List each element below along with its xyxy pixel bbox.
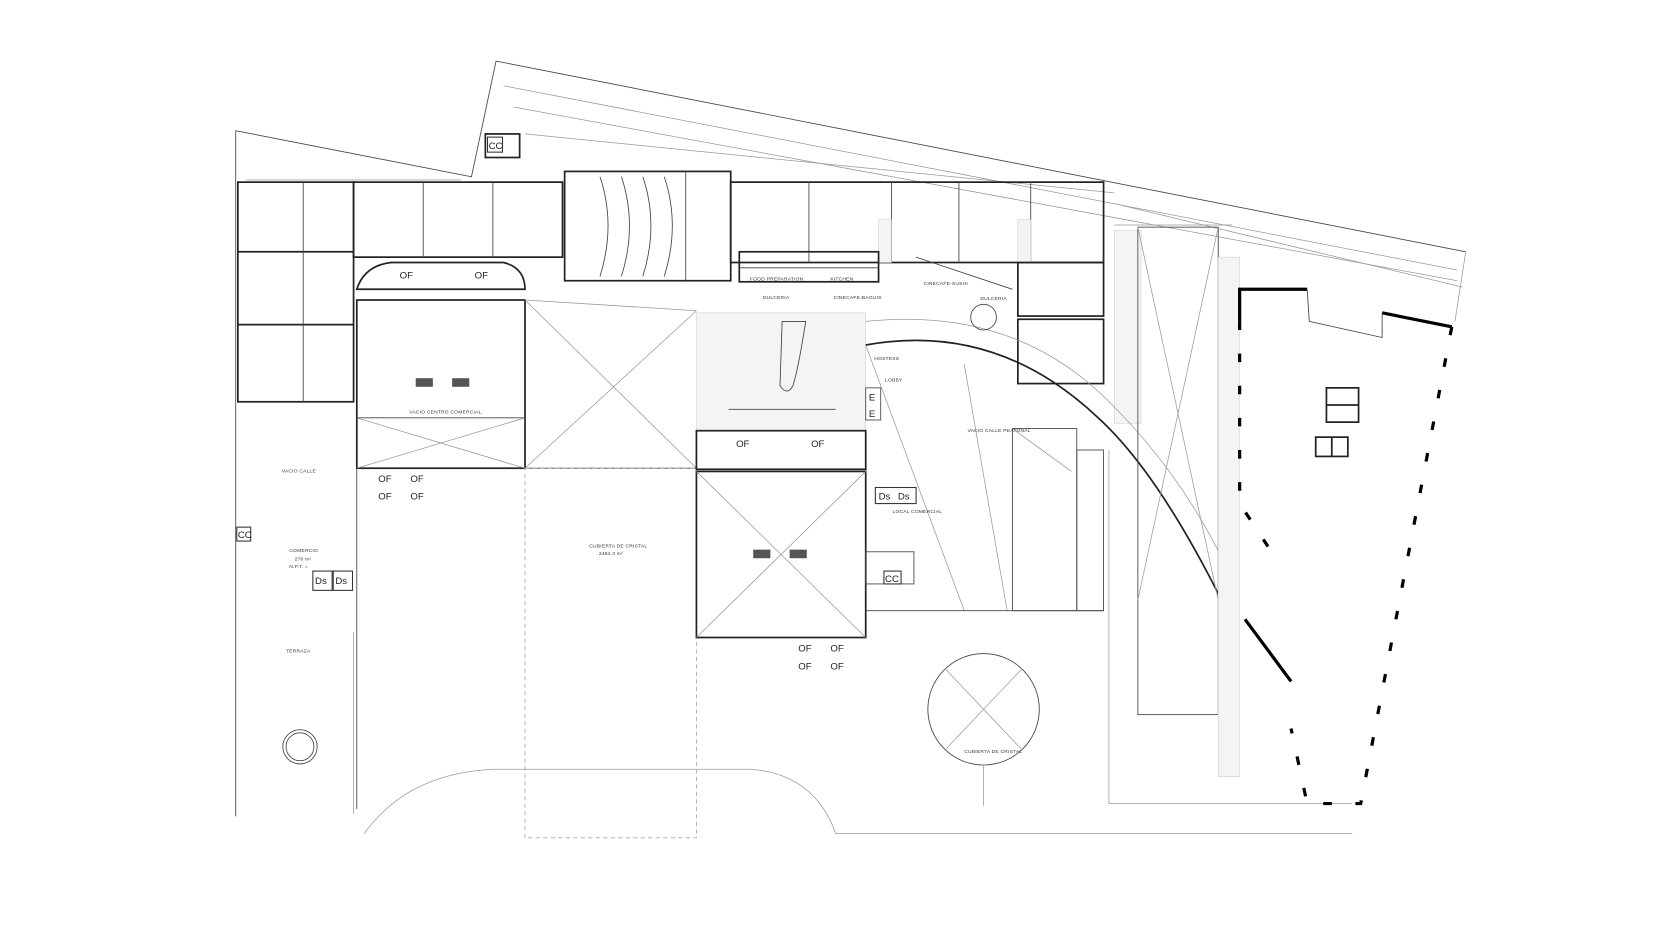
ds-symbol: Ds <box>315 576 327 587</box>
label-local-comercial: LOCAL COMERCIAL <box>893 509 943 515</box>
site-outline <box>235 60 1467 834</box>
cc-symbol: CC <box>885 574 899 585</box>
label-vacio-calle: VACIO CALLE <box>282 469 317 475</box>
cinema-rooms-left <box>237 133 564 403</box>
ds-symbol: Ds <box>898 491 910 502</box>
glass-roof-main <box>356 467 697 839</box>
of-symbol: OF <box>830 662 843 673</box>
label-food-preparation: FOOD PREPARATION <box>750 277 804 283</box>
label-terraza: TERRAZA <box>286 649 311 655</box>
label-hostess: HOSTESS <box>874 356 899 362</box>
right-service-block <box>1017 230 1142 424</box>
elevator-symbol: E <box>869 393 875 404</box>
parking-structure <box>1238 287 1454 806</box>
label-vacio-centro-comercial: VACIO CENTRO COMERCIAL <box>409 410 481 416</box>
vacio-centro-comercial <box>355 299 526 470</box>
cc-symbol: CC <box>238 530 252 541</box>
elevator-symbol: E <box>869 409 875 420</box>
of-symbol: OF <box>830 643 843 654</box>
round-feature-inner <box>285 732 315 762</box>
of-symbol: OF <box>798 662 811 673</box>
cc-symbol: CC <box>489 141 503 152</box>
label-cubierta-de-cristal: CUBIERTA DE CRISTAL <box>589 544 647 550</box>
room-labels: VACIO CALLE COMERCIO 276 m² N.P.T. = TER… <box>282 277 1031 755</box>
of-symbol: OF <box>378 474 391 485</box>
void-cross <box>524 299 697 469</box>
label-cinecafe-sushi: CINECAFE-SUSHI <box>924 281 968 287</box>
of-symbol: OF <box>400 271 413 282</box>
label-comercio-area: 276 m² <box>295 556 312 562</box>
core-top-left <box>355 261 526 291</box>
ds-symbol: Ds <box>335 576 347 587</box>
label-cubierta-area: 2484.3 m² <box>599 551 623 557</box>
of-symbol: OF <box>378 491 391 502</box>
of-symbol: OF <box>410 491 423 502</box>
glass-roof-round <box>927 653 1040 806</box>
label-cubierta-round: CUBIERTA DE CRISTAL <box>964 749 1022 755</box>
pedestrian-street <box>865 303 1223 612</box>
atrium-square <box>695 470 867 639</box>
of-symbol: OF <box>475 271 488 282</box>
of-symbol: OF <box>811 439 824 450</box>
label-comercio: COMERCIO <box>289 548 318 554</box>
label-lobby: LOBBY <box>885 377 903 383</box>
ds-symbol: Ds <box>879 491 891 502</box>
label-kitchen: KITCHEN <box>830 277 853 283</box>
symbol-boxes: CC CC CC Ds Ds Ds Ds OF OF OF OF OF OF O… <box>236 136 917 673</box>
label-vacio-calle-peatonal: VACIO CALLE PEATONAL <box>967 428 1030 434</box>
of-symbol: OF <box>736 439 749 450</box>
label-dulceria-2: DULCERIA <box>980 296 1007 302</box>
of-symbol: OF <box>798 643 811 654</box>
cinema-rooms-top <box>729 181 1105 290</box>
label-npt: N.P.T. = <box>289 564 308 570</box>
round-feature <box>282 729 318 765</box>
label-dulceria: DULCERIA <box>763 295 790 301</box>
of-symbol: OF <box>410 474 423 485</box>
main-cinema <box>563 170 732 282</box>
lobby-area <box>695 312 867 471</box>
right-void <box>1108 226 1353 804</box>
terrace-steps <box>246 85 1463 288</box>
label-cinecafe-baguis: CINECAFE-BAGUIS <box>834 295 883 301</box>
